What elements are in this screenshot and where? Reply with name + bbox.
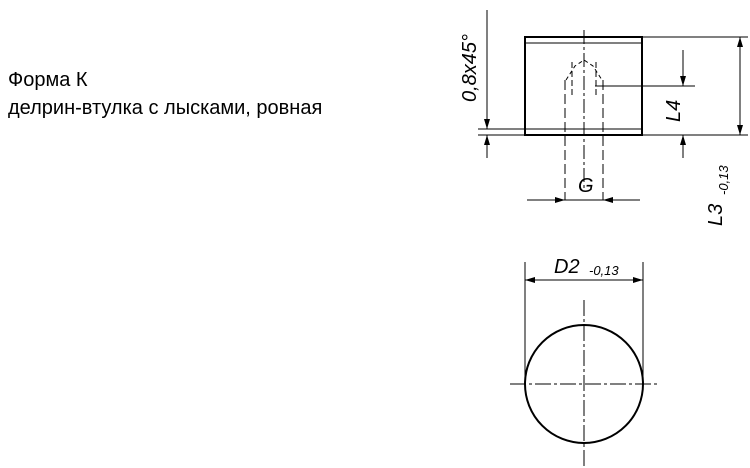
thread-hidden-lines bbox=[564, 30, 604, 200]
d2-tolerance: -0,13 bbox=[589, 263, 619, 278]
form-description: делрин-втулка с лысками, ровная bbox=[8, 97, 323, 119]
d2-dimension bbox=[524, 262, 644, 384]
bushing-top-view bbox=[510, 300, 660, 466]
chamfer-dimension bbox=[478, 10, 525, 158]
drill-tip bbox=[565, 59, 603, 81]
g-label: G bbox=[578, 175, 594, 197]
caption: Форма К делрин-втулка с лысками, ровная bbox=[8, 66, 322, 122]
l4-label: L4 bbox=[663, 100, 685, 122]
d2-label: D2 bbox=[554, 256, 580, 278]
l3-dimension bbox=[642, 36, 748, 136]
chamfer-label: 0,8x45° bbox=[459, 34, 481, 102]
l3-tolerance: -0,13 bbox=[716, 165, 731, 195]
form-title: Форма К bbox=[8, 69, 88, 91]
l3-label: L3 bbox=[705, 204, 727, 226]
